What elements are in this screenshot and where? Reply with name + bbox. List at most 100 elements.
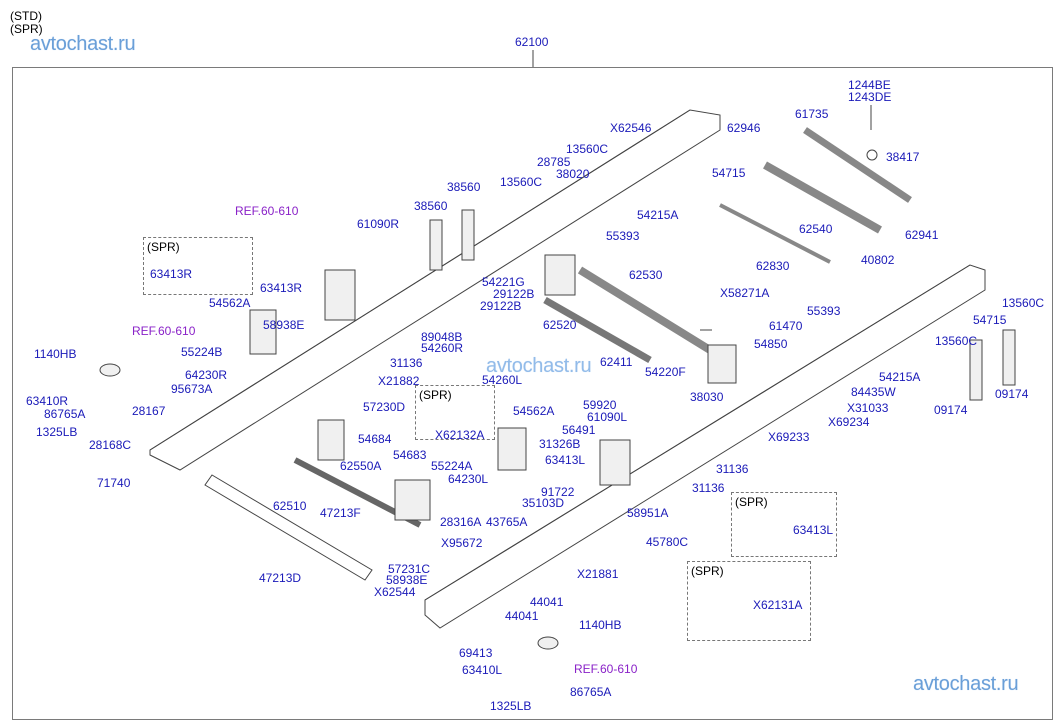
part-label[interactable]: 55393 <box>606 229 640 243</box>
part-label[interactable]: 69413 <box>459 646 493 660</box>
part-label[interactable]: X69234 <box>828 415 870 429</box>
part-label[interactable]: X69233 <box>768 430 810 444</box>
part-label[interactable]: 28168C <box>89 438 132 452</box>
part-label[interactable]: 29122B <box>480 299 522 313</box>
part-label[interactable]: 31136 <box>692 481 725 495</box>
part-label[interactable]: 1243DE <box>848 90 892 104</box>
part-label[interactable]: 09174 <box>934 403 968 417</box>
ref-link[interactable]: REF.60-610 <box>574 662 638 676</box>
part-label[interactable]: 09174 <box>995 387 1029 401</box>
part-label[interactable]: 13560C <box>1002 296 1045 310</box>
part-label[interactable]: 44041 <box>530 595 564 609</box>
part-label[interactable]: 40802 <box>861 253 895 267</box>
part-label[interactable]: 63413R <box>150 267 193 281</box>
part-label[interactable]: 31326B <box>539 437 581 451</box>
part-label[interactable]: X58271A <box>720 286 770 300</box>
part-label[interactable]: 91722 <box>541 485 575 499</box>
part-label[interactable]: 54260L <box>482 373 523 387</box>
part-label[interactable]: 58951A <box>627 506 669 520</box>
part-label[interactable]: 54715 <box>712 166 746 180</box>
part-label[interactable]: 86765A <box>570 685 612 699</box>
ref-link[interactable]: REF.60-610 <box>132 324 196 338</box>
part-label[interactable]: 56491 <box>562 423 596 437</box>
part-label[interactable]: 54215A <box>879 370 921 384</box>
part-label[interactable]: 47213F <box>320 506 361 520</box>
part-label[interactable]: 38560 <box>414 199 448 213</box>
part-label[interactable]: 61470 <box>769 319 803 333</box>
part-label[interactable]: 44041 <box>505 609 539 623</box>
part-label[interactable]: 61090R <box>357 217 400 231</box>
part-label[interactable]: 54683 <box>393 448 427 462</box>
part-label[interactable]: 63413L <box>545 453 586 467</box>
part-label[interactable]: 28785 <box>537 155 571 169</box>
part-label[interactable]: 95673A <box>171 382 213 396</box>
part-label[interactable]: 62946 <box>727 121 761 135</box>
part-label[interactable]: 35103D <box>522 496 565 510</box>
part-label[interactable]: 63413L <box>793 523 834 537</box>
part-label[interactable]: 38020 <box>556 167 590 181</box>
part-label[interactable]: 1244BE <box>848 78 891 92</box>
part-label[interactable]: 58938E <box>263 318 305 332</box>
part-label[interactable]: 55393 <box>807 304 841 318</box>
part-label[interactable]: 28167 <box>132 404 166 418</box>
part-label[interactable]: 13560C <box>500 175 543 189</box>
part-label[interactable]: 58938E <box>386 573 428 587</box>
part-label[interactable]: X31033 <box>847 401 889 415</box>
part-label[interactable]: 13560C <box>566 142 609 156</box>
part-label[interactable]: 43765A <box>486 515 528 529</box>
part-label[interactable]: 57230D <box>363 400 406 414</box>
part-label[interactable]: 54850 <box>754 337 788 351</box>
part-label[interactable]: 57231C <box>388 562 431 576</box>
part-label[interactable]: 54562A <box>513 404 555 418</box>
part-label[interactable]: X62546 <box>610 121 652 135</box>
part-label[interactable]: 54221G <box>482 275 525 289</box>
part-label[interactable]: X62544 <box>374 585 416 599</box>
part-label[interactable]: 13560C <box>935 334 978 348</box>
part-label[interactable]: 54215A <box>637 208 679 222</box>
part-label[interactable]: 63413R <box>260 281 303 295</box>
part-label[interactable]: 62830 <box>756 259 790 273</box>
part-label[interactable]: 84435W <box>851 385 896 399</box>
part-label[interactable]: X62131A <box>753 598 803 612</box>
part-label[interactable]: 1140HB <box>34 347 77 361</box>
part-label[interactable]: X95672 <box>441 536 483 550</box>
part-label[interactable]: 45780C <box>646 535 689 549</box>
part-label[interactable]: 28316A <box>440 515 482 529</box>
part-label[interactable]: 1140HB <box>579 618 622 632</box>
part-label[interactable]: 54684 <box>358 432 392 446</box>
part-label[interactable]: X62132A <box>435 428 485 442</box>
part-label[interactable]: 63410R <box>26 394 69 408</box>
part-label[interactable]: 38417 <box>886 150 920 164</box>
part-label[interactable]: 64230R <box>185 368 228 382</box>
part-label[interactable]: 54260R <box>421 341 464 355</box>
part-label[interactable]: 63410L <box>462 663 503 677</box>
ref-link[interactable]: REF.60-610 <box>235 204 299 218</box>
part-label[interactable]: 62520 <box>543 318 577 332</box>
part-label[interactable]: 31136 <box>716 462 749 476</box>
part-label[interactable]: 54220F <box>645 365 686 379</box>
part-label[interactable]: 62540 <box>799 222 833 236</box>
part-label[interactable]: X21882 <box>378 374 420 388</box>
part-label[interactable]: 64230L <box>448 472 489 486</box>
part-label[interactable]: 62941 <box>905 228 939 242</box>
part-label[interactable]: 1325LB <box>36 425 78 439</box>
part-label[interactable]: 62411 <box>600 355 633 369</box>
part-label[interactable]: 86765A <box>44 407 86 421</box>
part-label[interactable]: 59920 <box>583 398 617 412</box>
part-label[interactable]: 47213D <box>259 571 302 585</box>
part-label[interactable]: 38560 <box>447 180 481 194</box>
part-label[interactable]: 55224B <box>181 345 223 359</box>
part-label[interactable]: 89048B <box>421 330 463 344</box>
part-label[interactable]: 31136 <box>390 356 423 370</box>
part-label[interactable]: 61735 <box>795 107 829 121</box>
assembly-part-number[interactable]: 62100 <box>515 35 549 49</box>
part-label[interactable]: 54562A <box>209 296 251 310</box>
part-label[interactable]: 62550A <box>340 459 382 473</box>
part-label[interactable]: 38030 <box>690 390 724 404</box>
part-label[interactable]: 61090L <box>587 410 628 424</box>
part-label[interactable]: 62530 <box>629 268 663 282</box>
part-label[interactable]: 29122B <box>493 287 535 301</box>
part-label[interactable]: 71740 <box>97 476 131 490</box>
part-label[interactable]: 1325LB <box>490 699 532 713</box>
part-label[interactable]: 54715 <box>973 313 1007 327</box>
